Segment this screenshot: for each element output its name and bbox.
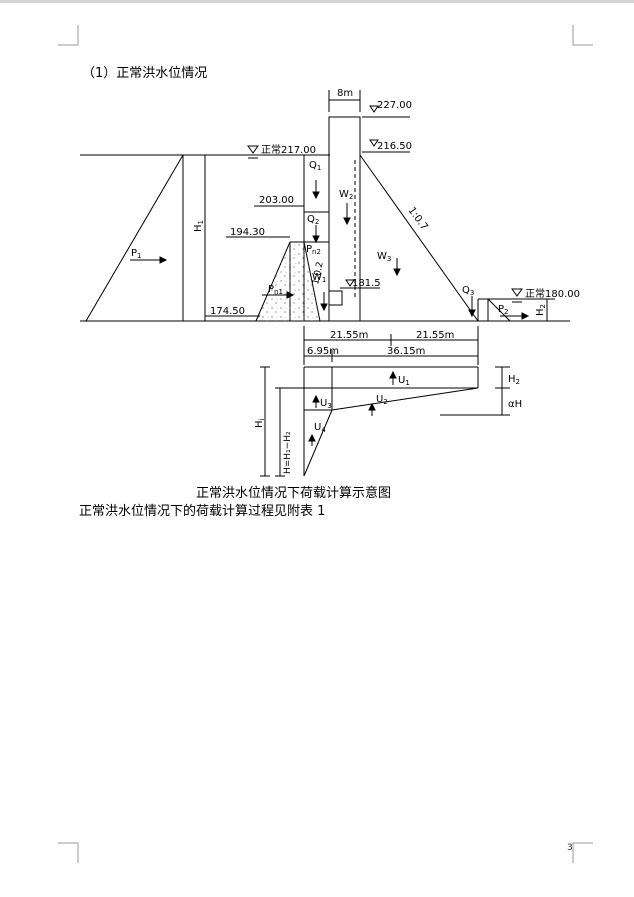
label-u2: U2 bbox=[376, 394, 388, 406]
label-q1: Q1 bbox=[309, 160, 321, 172]
label-h2-uplift: H2 bbox=[508, 374, 520, 386]
slope-downstream: 1:0.7 bbox=[406, 205, 430, 232]
dim-toe-left: 6.95m bbox=[307, 346, 339, 357]
label-pn2: Pn2 bbox=[306, 244, 321, 256]
label-h2-downstream: H2 bbox=[535, 304, 547, 316]
dim-crest-width: 8m bbox=[337, 88, 353, 99]
elev-194: 194.30 bbox=[230, 227, 265, 238]
label-w2: W2 bbox=[339, 189, 353, 201]
elev-crest: 227.00 bbox=[377, 100, 412, 111]
crop-mark-top-right bbox=[572, 25, 593, 46]
crop-mark-bottom-left bbox=[58, 842, 79, 863]
label-p1: P1 bbox=[131, 248, 142, 260]
elev-crest-down: 216.50 bbox=[377, 141, 412, 152]
elev-normal-up: 正常217.00 bbox=[261, 143, 316, 156]
page-number: 3 bbox=[567, 843, 573, 853]
label-u3: U3 bbox=[320, 398, 332, 410]
elev-203: 203.00 bbox=[259, 195, 294, 206]
section-heading: （1）正常洪水位情况 bbox=[82, 66, 208, 81]
label-pn1: Pn1 bbox=[268, 284, 283, 296]
label-alpha-h: αH bbox=[508, 399, 522, 410]
label-h1: H1 bbox=[193, 220, 205, 232]
body-note: 正常洪水位情况下的荷载计算过程见附表 1 bbox=[79, 504, 326, 519]
label-w1: W1 bbox=[312, 272, 326, 284]
label-u4: U4 bbox=[314, 422, 326, 434]
elev-normal-down: 正常180.00 bbox=[525, 287, 580, 300]
crop-mark-bottom-right bbox=[572, 842, 593, 863]
crop-mark-top-left bbox=[58, 25, 79, 46]
slope-upstream: 1:0.2 bbox=[311, 261, 326, 286]
label-u1: U1 bbox=[398, 375, 410, 387]
elev-base: 174.50 bbox=[210, 306, 245, 317]
label-q2: Q2 bbox=[307, 214, 319, 226]
label-hi: Hi bbox=[254, 418, 266, 428]
label-p2: P2 bbox=[498, 304, 509, 316]
label-w3: W3 bbox=[377, 251, 391, 263]
dim-base-right: 21.55m bbox=[416, 330, 454, 341]
dim-base-left: 21.55m bbox=[330, 330, 368, 341]
dim-toe-right: 36.15m bbox=[387, 346, 425, 357]
load-diagram: 8m 227.00 216.50 正常217.00 203.00 194.30 … bbox=[80, 88, 580, 477]
figure-caption: 正常洪水位情况下荷载计算示意图 bbox=[196, 486, 392, 501]
elev-181: 181.5 bbox=[352, 278, 381, 289]
top-border bbox=[0, 0, 634, 3]
label-h-expression: H=H₁−H₂ bbox=[283, 431, 293, 474]
label-q3: Q3 bbox=[462, 285, 474, 297]
